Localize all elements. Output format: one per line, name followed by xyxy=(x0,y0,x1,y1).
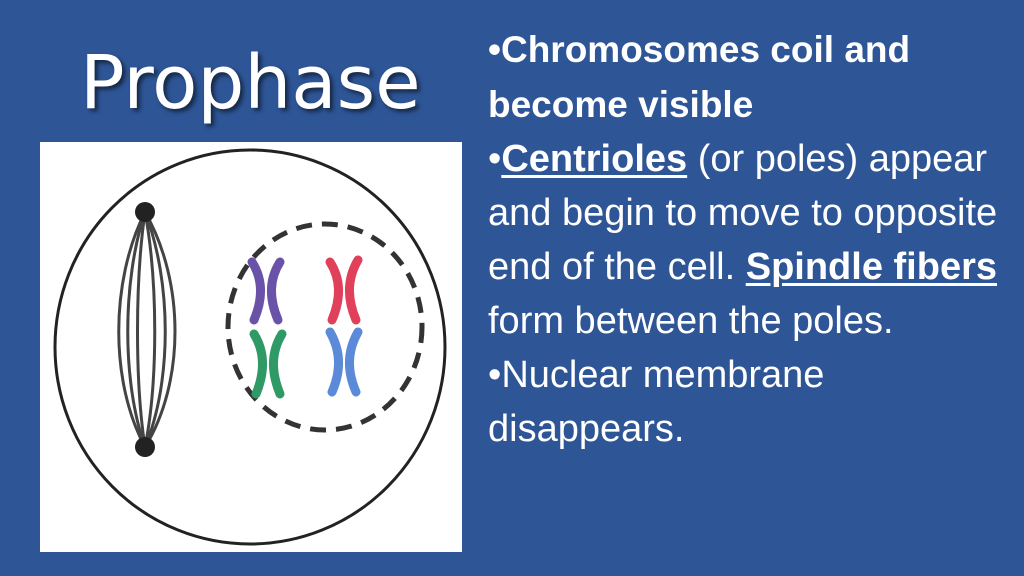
bullet-dot: • xyxy=(488,29,501,70)
cell-membrane xyxy=(53,148,447,546)
bullet-centrioles: •Centrioles (or poles) appear and begin … xyxy=(488,132,1018,348)
bullet-dot: • xyxy=(488,354,502,396)
prophase-cell-illustration xyxy=(40,142,462,552)
bullet-text-part2: form between the poles. xyxy=(488,300,894,342)
chromosome-purple xyxy=(247,257,285,325)
chromosome-blue xyxy=(325,327,363,397)
bullet-dot: • xyxy=(488,138,502,180)
bullet-text: Nuclear membrane disappears. xyxy=(488,354,825,450)
spindle-fibers xyxy=(117,211,177,448)
term-spindle-fibers: Spindle fibers xyxy=(745,246,998,288)
centriole-bottom xyxy=(135,437,155,457)
cell-diagram xyxy=(53,148,447,546)
chromosome-red xyxy=(325,255,363,325)
chromosome-green xyxy=(249,329,287,399)
term-centrioles: Centrioles xyxy=(501,138,688,180)
slide-title: Prophase xyxy=(80,40,421,126)
bullet-chromosomes: •Chromosomes coil and become visible xyxy=(488,22,1018,132)
nuclear-membrane xyxy=(225,221,425,433)
centriole-top xyxy=(135,202,155,222)
bullet-text: Chromosomes coil and become visible xyxy=(488,29,911,125)
bullet-list: •Chromosomes coil and become visible •Ce… xyxy=(488,22,1018,456)
bullet-text-part1: (or poles) appear and begin to move to o… xyxy=(488,138,998,288)
bullet-nuclear-membrane: •Nuclear membrane disappears. xyxy=(488,348,1018,456)
